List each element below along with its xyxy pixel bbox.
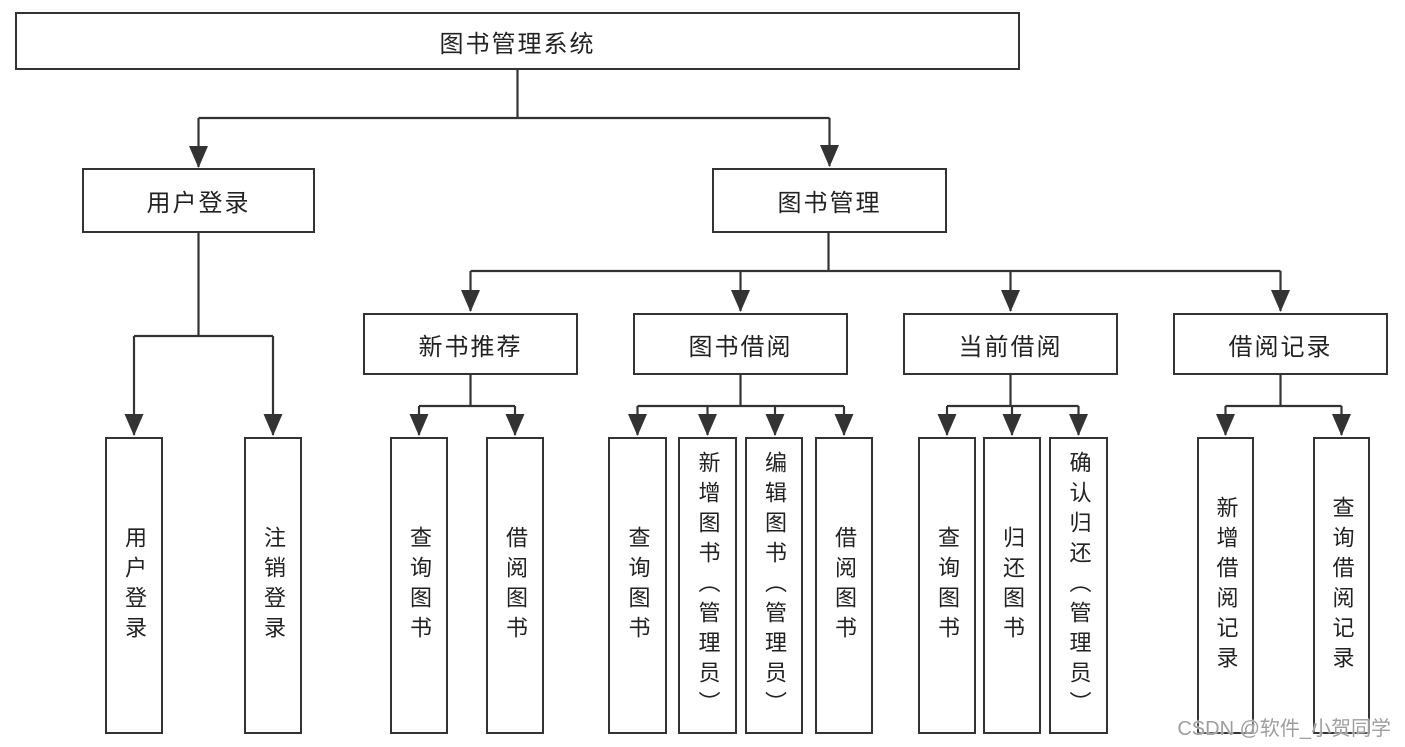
leaf-query-books-borrow: 查询图书 bbox=[608, 437, 667, 734]
leaf-add-borrow-record-label: 新增借阅记录 bbox=[1213, 495, 1239, 676]
leaf-user-login: 用户登录 bbox=[105, 437, 163, 734]
leaf-query-borrow-record-label: 查询借阅记录 bbox=[1329, 495, 1355, 676]
node-borrow-records-label: 借阅记录 bbox=[1228, 333, 1333, 361]
leaf-logout-label: 注销登录 bbox=[261, 525, 286, 646]
leaf-borrow-books-recommend: 借阅图书 bbox=[486, 437, 544, 734]
node-book-management: 图书管理 bbox=[712, 168, 947, 233]
leaf-return-books-label: 归还图书 bbox=[1000, 525, 1025, 646]
leaf-borrow-books: 借阅图书 bbox=[815, 437, 873, 734]
leaf-query-books-recommend: 查询图书 bbox=[390, 437, 448, 734]
leaf-edit-books-admin: 编辑图书（管理员） bbox=[745, 437, 803, 734]
leaf-query-books-current: 查询图书 bbox=[918, 437, 976, 734]
node-user-login-label: 用户登录 bbox=[146, 190, 251, 217]
leaf-confirm-return-admin-label: 确认归还（管理员） bbox=[1066, 450, 1092, 721]
leaf-query-books-borrow-label: 查询图书 bbox=[625, 525, 651, 646]
node-user-login: 用户登录 bbox=[82, 168, 315, 233]
leaf-query-books-current-label: 查询图书 bbox=[935, 525, 960, 646]
node-borrow-records: 借阅记录 bbox=[1173, 313, 1388, 375]
node-new-book-recommend-label: 新书推荐 bbox=[418, 333, 523, 361]
node-current-borrow-label: 当前借阅 bbox=[958, 333, 1063, 361]
leaf-add-borrow-record: 新增借阅记录 bbox=[1197, 437, 1254, 734]
leaf-confirm-return-admin: 确认归还（管理员） bbox=[1049, 437, 1108, 734]
leaf-edit-books-admin-label: 编辑图书（管理员） bbox=[762, 450, 787, 721]
node-book-management-label: 图书管理 bbox=[777, 190, 882, 217]
leaf-logout: 注销登录 bbox=[244, 437, 302, 734]
node-current-borrow: 当前借阅 bbox=[903, 313, 1118, 375]
leaf-borrow-books-recommend-label: 借阅图书 bbox=[503, 525, 528, 646]
node-book-borrow-label: 图书借阅 bbox=[688, 333, 793, 361]
leaf-add-books-admin: 新增图书（管理员） bbox=[678, 437, 737, 734]
leaf-query-books-recommend-label: 查询图书 bbox=[407, 525, 432, 646]
leaf-add-books-admin-label: 新增图书（管理员） bbox=[695, 450, 721, 721]
leaf-query-borrow-record: 查询借阅记录 bbox=[1313, 437, 1370, 734]
node-book-borrow: 图书借阅 bbox=[633, 313, 848, 375]
leaf-user-login-label: 用户登录 bbox=[122, 525, 147, 646]
leaf-borrow-books-label: 借阅图书 bbox=[832, 525, 857, 646]
leaf-return-books: 归还图书 bbox=[983, 437, 1041, 734]
node-new-book-recommend: 新书推荐 bbox=[363, 313, 578, 375]
node-root-system: 图书管理系统 bbox=[15, 12, 1020, 70]
node-root-label: 图书管理系统 bbox=[439, 30, 596, 58]
watermark-text: CSDN @软件_小贺同学 bbox=[1177, 718, 1391, 740]
